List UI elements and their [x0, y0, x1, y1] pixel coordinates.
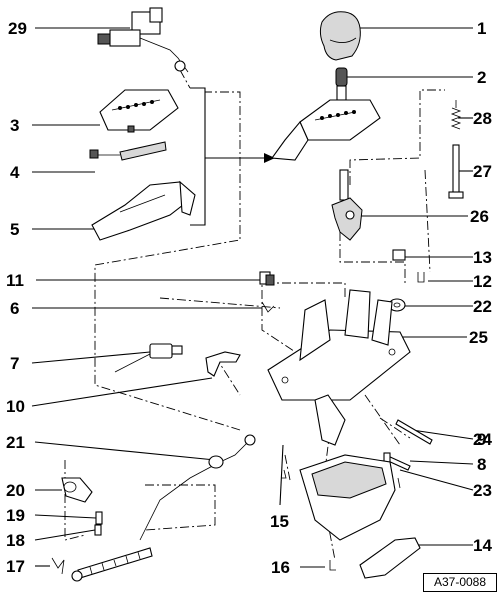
- trim-strip: [359, 537, 421, 579]
- selector-cable: [139, 434, 256, 541]
- locking-pin: [448, 144, 464, 199]
- callout-24: 24: [473, 430, 492, 449]
- cable-bush: [259, 271, 275, 286]
- clip-17: [51, 557, 65, 575]
- cable-switch: [97, 7, 189, 73]
- selector-cover-assembled: [270, 99, 381, 161]
- callout-10: 10: [6, 397, 25, 416]
- callout-17: 17: [6, 557, 25, 576]
- figure-reference: A37-0088: [423, 573, 497, 592]
- clip-6: [261, 301, 275, 313]
- callout-1: 1: [477, 19, 486, 38]
- callout-21: 21: [6, 433, 25, 452]
- callout-11: 11: [6, 271, 24, 290]
- clip-15: [281, 469, 287, 479]
- retainer-13: [392, 249, 406, 261]
- callout-7: 7: [10, 354, 19, 373]
- callout-29: 29: [8, 19, 27, 38]
- callout-2: 2: [477, 68, 486, 87]
- selector-cover: [99, 89, 179, 133]
- cover-lower-part: [91, 180, 196, 241]
- screw-19: [95, 511, 103, 525]
- callout-13: 13: [473, 248, 492, 267]
- callout-8: 8: [477, 455, 486, 474]
- callout-14: 14: [473, 536, 492, 555]
- callout-27: 27: [473, 162, 492, 181]
- callout-12: 12: [473, 272, 492, 291]
- callout-16: 16: [271, 558, 290, 577]
- clip-12: [417, 272, 425, 283]
- callout-25: 25: [469, 328, 488, 347]
- indicator-strip: [89, 141, 167, 161]
- callout-3: 3: [10, 116, 19, 135]
- callout-18: 18: [6, 531, 25, 550]
- callout-5: 5: [10, 220, 19, 239]
- corrugated-tube: [71, 547, 153, 582]
- clip-16: [329, 560, 336, 571]
- clamp-20: [61, 477, 93, 503]
- selector-housing: [267, 289, 411, 446]
- callout-15: 15: [270, 512, 289, 531]
- gear-switch: [114, 343, 183, 373]
- leader-lines: [31, 27, 474, 568]
- nut: [388, 298, 406, 312]
- callout-labels: 1 2 3 4 5 6 7 8 9 10 11 12 13 14 15 16 1…: [6, 19, 492, 577]
- callout-26: 26: [470, 207, 489, 226]
- knob-sleeve: [335, 67, 348, 101]
- washer-8: [397, 477, 401, 489]
- callout-6: 6: [10, 299, 19, 318]
- callout-28: 28: [473, 109, 492, 128]
- bolt-24: [395, 419, 433, 445]
- callout-20: 20: [6, 481, 25, 500]
- bracket-10: [205, 351, 241, 377]
- callout-22: 22: [473, 297, 492, 316]
- callout-4: 4: [10, 163, 20, 182]
- selector-lever: [331, 169, 363, 241]
- spring: [450, 100, 462, 130]
- callout-9: 9: [477, 430, 486, 449]
- cover-trim: [299, 454, 396, 541]
- gear-knob: [319, 11, 361, 61]
- screw-18: [94, 524, 102, 536]
- callout-23: 23: [473, 481, 492, 500]
- callout-19: 19: [6, 506, 25, 525]
